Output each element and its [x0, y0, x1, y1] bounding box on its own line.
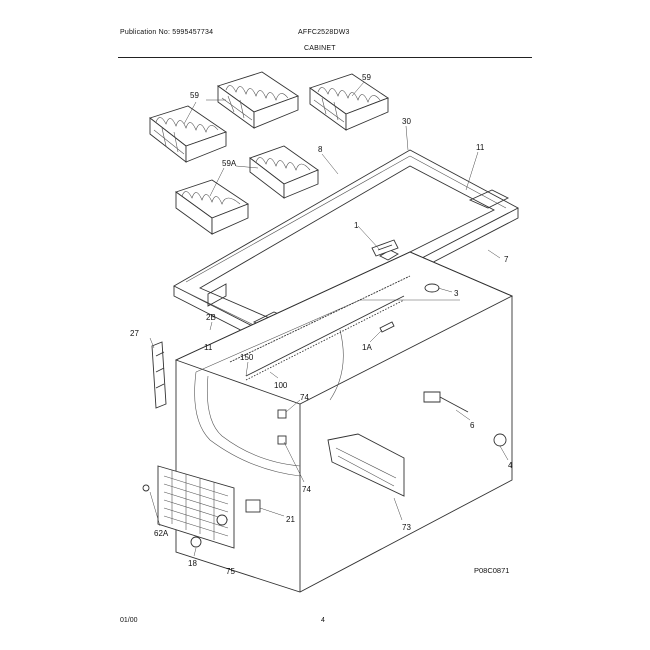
callout-27: 27: [130, 329, 139, 338]
screw-62A: [142, 484, 150, 492]
knob-18: [190, 536, 202, 548]
publication-number: Publication No: 5995457734: [120, 29, 214, 36]
callout-11-top: 11: [476, 143, 485, 152]
callout-4: 4: [508, 461, 513, 470]
screws-74: [277, 409, 287, 445]
basket-top-right: [309, 73, 389, 131]
callout-7: 7: [504, 255, 509, 264]
callout-1: 1: [354, 221, 359, 230]
header-rule: [118, 57, 532, 58]
hinge-2B: [151, 341, 167, 409]
model-number: AFFC2528DW3: [298, 29, 350, 36]
callout-21: 21: [286, 515, 295, 524]
grille-62A: [157, 465, 235, 549]
callout-30: 30: [402, 117, 411, 126]
leader-lines: [149, 81, 509, 557]
callout-3: 3: [454, 289, 459, 298]
lid-frame: [173, 149, 519, 347]
section-title: CABINET: [304, 45, 336, 52]
callout-18: 18: [188, 559, 197, 568]
callout-62A: 62A: [154, 529, 169, 538]
basket-left: [149, 105, 227, 163]
callout-74-bottom: 74: [302, 485, 311, 494]
drain-cap-4: [493, 433, 507, 447]
callout-75: 75: [226, 567, 235, 576]
basket-middle-left: [175, 179, 249, 235]
page-number: 4: [321, 617, 325, 624]
footer-date: 01/00: [120, 617, 138, 624]
heater-strip-100: [245, 295, 405, 381]
drawing-code: P08C0871: [474, 566, 510, 575]
callout-100: 100: [274, 381, 288, 390]
callout-59-left: 59: [190, 91, 199, 100]
callout-73: 73: [402, 523, 411, 532]
callout-11-bottom: 11: [204, 343, 213, 352]
callout-8: 8: [318, 145, 323, 154]
callout-6: 6: [470, 421, 475, 430]
callout-74-top: 74: [300, 393, 309, 402]
drain-6: [423, 391, 469, 413]
bumper-3: [424, 283, 440, 293]
nameplate-73: [327, 433, 405, 497]
callout-59A: 59A: [222, 159, 237, 168]
basket-middle-right: [249, 145, 319, 199]
callout-1A: 1A: [362, 343, 372, 352]
basket-top-center: [217, 71, 299, 129]
callout-2B: 2B: [206, 313, 216, 322]
light-assembly: [371, 239, 399, 257]
callout-150: 150: [240, 353, 254, 362]
thermostat-21: [216, 499, 261, 526]
callout-59-right: 59: [362, 73, 371, 82]
